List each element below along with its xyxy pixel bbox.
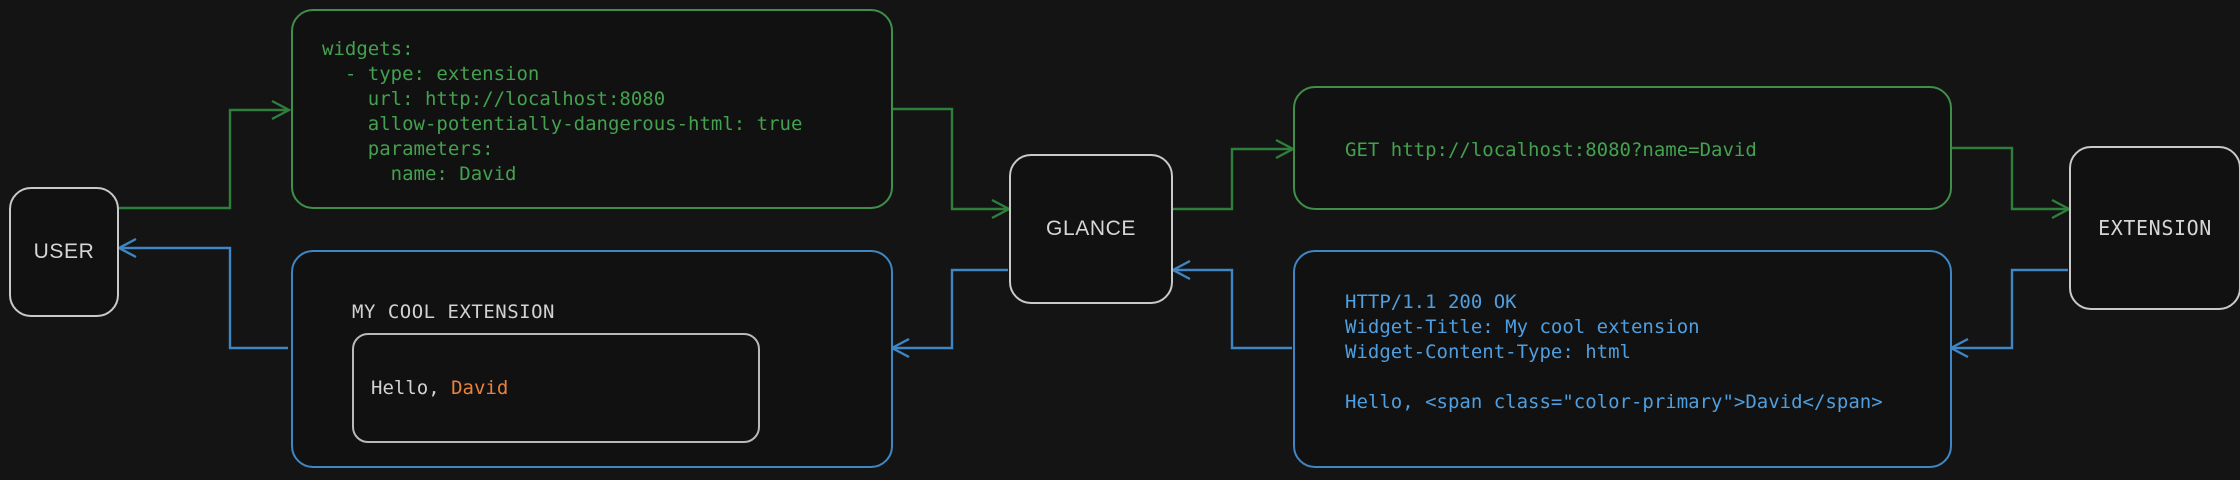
node-extension[interactable]: EXTENSION — [2069, 146, 2240, 310]
panel-http-request[interactable]: GET http://localhost:8080?name=David — [1293, 86, 1952, 210]
http-request-code: GET http://localhost:8080?name=David — [1345, 139, 1757, 161]
greeting-name: David — [451, 377, 509, 399]
connector-glance-to-widget — [889, 268, 1008, 359]
http-response-code: HTTP/1.1 200 OK Widget-Title: My cool ex… — [1345, 291, 1883, 413]
connector-user-to-config — [118, 99, 292, 210]
node-user[interactable]: USER — [9, 187, 119, 317]
rendered-widget-card: Hello, David — [352, 333, 760, 443]
greeting-prefix: Hello, — [371, 377, 452, 399]
config-yaml-code: widgets: - type: extension url: http://l… — [322, 38, 803, 185]
node-extension-label: EXTENSION — [2098, 216, 2212, 240]
connector-glance-to-request — [1172, 138, 1296, 211]
connector-response-to-glance — [1170, 259, 1292, 350]
node-glance-label: GLANCE — [1046, 217, 1136, 240]
panel-http-response[interactable]: HTTP/1.1 200 OK Widget-Title: My cool ex… — [1293, 250, 1952, 468]
node-glance[interactable]: GLANCE — [1009, 154, 1173, 304]
panel-config-yaml[interactable]: widgets: - type: extension url: http://l… — [291, 9, 893, 209]
node-user-label: USER — [33, 240, 95, 263]
rendered-widget-greeting: Hello, David — [354, 377, 508, 399]
connector-extension-to-response — [1948, 268, 2068, 359]
rendered-widget-title: MY COOL EXTENSION — [352, 301, 555, 323]
connector-request-to-extension — [1952, 146, 2072, 220]
panel-rendered-widget[interactable]: MY COOL EXTENSION Hello, David — [291, 250, 893, 468]
connector-widget-to-user — [116, 237, 288, 350]
connector-config-to-glance — [893, 107, 1012, 220]
